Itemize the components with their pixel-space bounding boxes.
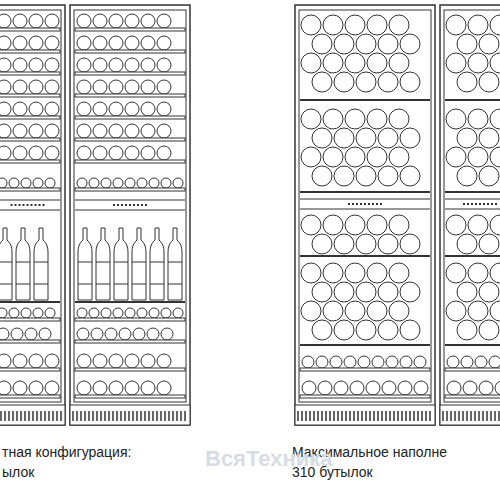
cabinet-door (0, 5, 65, 425)
watermark: ВсяТехника (205, 450, 333, 468)
cabinet-door (440, 5, 500, 425)
caption-text: ылок (2, 463, 34, 481)
caption-text: тная конфигурация: (2, 443, 131, 461)
cabinet-door (295, 5, 435, 425)
cabinet-door (70, 5, 190, 425)
